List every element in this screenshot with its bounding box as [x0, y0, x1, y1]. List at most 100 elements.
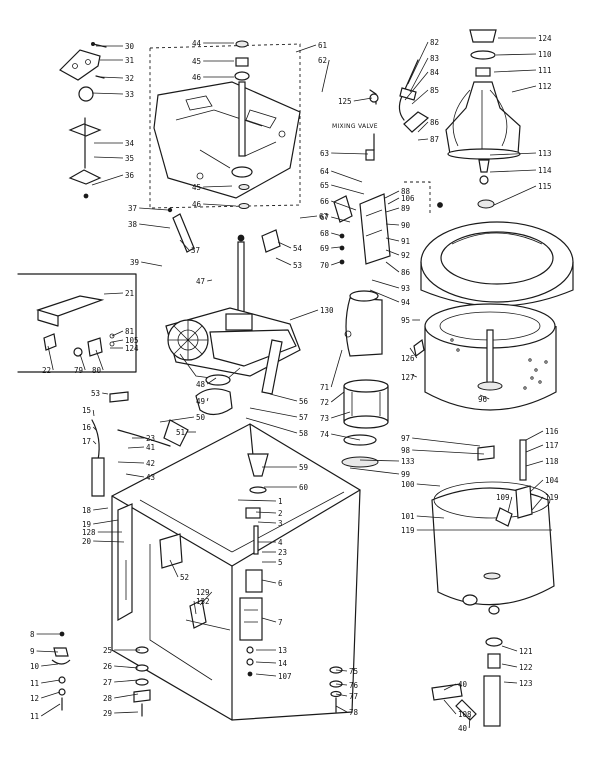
- motor-72-74: [341, 379, 389, 468]
- callout-leader: [529, 479, 544, 493]
- callout-c63: 63: [320, 149, 369, 158]
- callout-number: 105: [125, 336, 139, 345]
- callout-leader: [331, 152, 369, 155]
- callout-number: 78: [349, 708, 359, 717]
- callout-leader: [495, 53, 537, 56]
- callout-number: 6: [278, 579, 283, 588]
- callout-leader: [331, 411, 351, 419]
- callout-c36: 36: [91, 171, 135, 186]
- callout-c89: 89: [385, 204, 410, 213]
- callout-leader: [493, 185, 537, 206]
- callout-number: 121: [519, 647, 533, 656]
- callout-leader: [321, 59, 330, 93]
- callout-number: 64: [320, 167, 330, 176]
- callout-c82: 82: [407, 38, 439, 85]
- callout-number: 12: [30, 694, 39, 703]
- callout-number: 59: [299, 463, 308, 472]
- cabinet: [111, 423, 361, 721]
- callout-number: 49: [196, 397, 205, 406]
- callout-number: 39: [130, 258, 139, 267]
- callout-leader: [245, 417, 298, 434]
- callout-c99: 99: [349, 467, 410, 479]
- callout-number: 41: [146, 443, 155, 452]
- callout-c76: 76: [335, 681, 359, 690]
- callout-c128: 128: [82, 528, 122, 537]
- callout-c109: 109: [496, 493, 513, 513]
- callout-number: 75: [349, 667, 358, 676]
- callout-leader: [249, 407, 298, 418]
- inset-box: [17, 273, 137, 373]
- callout-c53a: 53: [275, 257, 302, 270]
- callout-leader: [193, 600, 197, 615]
- callout-number: 124: [125, 344, 139, 353]
- callout-c93: 93: [371, 279, 410, 293]
- callout-leader: [141, 261, 163, 267]
- callout-leader: [203, 203, 237, 207]
- callout-c21: 21: [103, 289, 134, 298]
- callout-number: 128: [82, 528, 96, 537]
- callout-leader: [468, 715, 471, 729]
- callout-leader: [92, 440, 97, 445]
- callout-number: 123: [519, 679, 533, 688]
- callout-c117: 117: [525, 441, 559, 453]
- callout-number: 15: [82, 406, 91, 415]
- callout-leader: [299, 215, 318, 219]
- callout-number: 108: [458, 710, 472, 719]
- callout-leader: [411, 374, 417, 378]
- callout-number: 132: [196, 597, 210, 606]
- callout-c122: 122: [501, 663, 533, 672]
- callout-c81: 81: [111, 327, 134, 337]
- callout-c26: 26: [103, 662, 139, 671]
- callout-leader: [409, 57, 429, 93]
- callout-number: 106: [401, 194, 415, 203]
- callout-number: 11: [30, 679, 39, 688]
- callout-number: 53: [293, 261, 302, 270]
- callout-leader: [335, 683, 348, 686]
- callout-leader: [169, 559, 179, 578]
- callout-leader: [501, 663, 518, 668]
- callout-c37a: 37: [128, 204, 169, 213]
- callout-c95: 95: [401, 316, 420, 325]
- callout-leader: [443, 699, 457, 715]
- screw-30: [91, 42, 107, 48]
- callout-number: 53: [91, 389, 100, 398]
- callout-leader: [289, 309, 319, 321]
- callout-leader: [255, 673, 277, 677]
- callout-c38: 38: [128, 220, 171, 229]
- callout-c11b: 11: [30, 703, 61, 721]
- callout-c7: 7: [261, 617, 283, 627]
- callout-c11a: 11: [30, 679, 61, 688]
- callout-number: 2: [278, 509, 283, 518]
- callout-number: 95: [401, 316, 410, 325]
- callout-leader: [369, 289, 400, 303]
- callout-c94: 94: [369, 289, 411, 307]
- callout-number: 50: [196, 413, 206, 422]
- callout-number: 44: [192, 39, 202, 48]
- callout-c34: 34: [94, 139, 135, 148]
- callout-number: 72: [320, 398, 329, 407]
- callout-c98: 98: [401, 446, 485, 455]
- callout-number: 112: [538, 82, 552, 91]
- callout-c64: 64: [320, 167, 363, 183]
- callout-c25: 25: [103, 646, 140, 655]
- callout-c10: 10: [30, 662, 59, 671]
- callout-number: 88: [401, 187, 411, 196]
- callout-c67b: 67: [320, 213, 351, 223]
- callout-c132: 132: [193, 597, 210, 615]
- callout-number: 104: [545, 476, 559, 485]
- callout-leader: [103, 292, 124, 295]
- callout-c125: 125: [338, 97, 373, 106]
- callout-number: 133: [401, 457, 415, 466]
- callout-c37b: 37: [179, 239, 200, 255]
- callout-leader: [114, 679, 139, 683]
- callout-c41: 41: [127, 443, 155, 452]
- callout-c20: 20: [82, 537, 125, 546]
- callout-c67a: 67: [299, 212, 328, 221]
- callout-c80: 80: [92, 349, 104, 375]
- callout-number: 46: [192, 73, 202, 82]
- callout-c118: 118: [525, 457, 559, 467]
- callout-leader: [493, 69, 537, 73]
- callout-c119: 119: [401, 526, 438, 535]
- callout-number: 8: [30, 630, 35, 639]
- hoses-15-17: [91, 419, 189, 497]
